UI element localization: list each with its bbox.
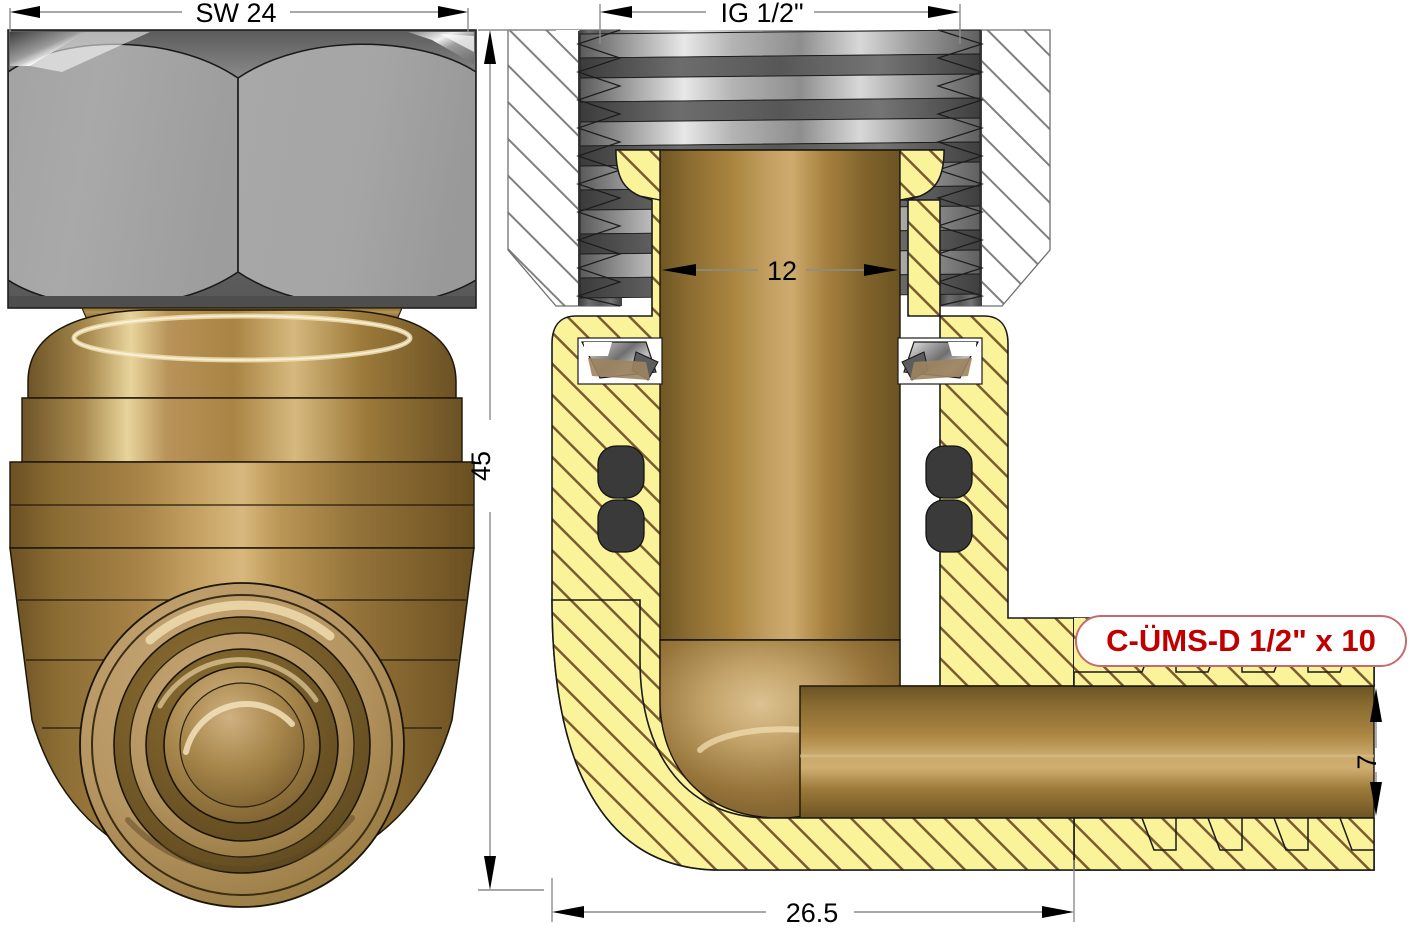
hex-nut-face-right (237, 43, 476, 307)
left-3d-view (7, 29, 477, 908)
bore-shoulder-fillet (615, 149, 945, 201)
hex-nut-face-left (8, 43, 239, 307)
barb-end-face-3d (79, 582, 405, 908)
inner-bore-cylinder (659, 149, 901, 719)
o-ring-seals (597, 445, 973, 553)
dimension-label-barb7: 7 (1352, 754, 1382, 769)
o-ring-lower-left (597, 499, 645, 553)
part-number-callout[interactable]: C-ÜMS-D 1/2" x 10 (1075, 615, 1407, 667)
o-ring-upper-right (925, 445, 973, 499)
elbow-lower-wall (551, 599, 1075, 871)
dimension-label-w265: 26.5 (786, 898, 839, 928)
retaining-clip-right (897, 337, 983, 385)
dimension-label-ig12: IG 1/2" (720, 0, 803, 28)
hex-nut-3d (8, 30, 476, 308)
dimension-barb7: 7 (1352, 688, 1382, 816)
dimension-w265: 26.5 (551, 860, 1075, 928)
dimension-label-h45: 45 (466, 451, 496, 481)
o-ring-lower-right (925, 499, 973, 553)
dimension-ig12: IG 1/2" (599, 0, 961, 44)
dimension-sw24: SW 24 (9, 0, 469, 32)
dimension-label-sw24: SW 24 (195, 0, 276, 28)
barb-bore (799, 685, 1375, 819)
cross-section-view (507, 29, 1375, 871)
dimension-label-bore12: 12 (767, 256, 797, 286)
callout-border (1075, 615, 1407, 667)
callout-label: C-ÜMS-D 1/2" x 10 (1106, 623, 1376, 658)
dimension-h45: 45 (466, 29, 544, 891)
retaining-clip-left (577, 337, 663, 385)
dimension-bore12: 12 (662, 256, 898, 286)
o-ring-upper-left (597, 445, 645, 499)
